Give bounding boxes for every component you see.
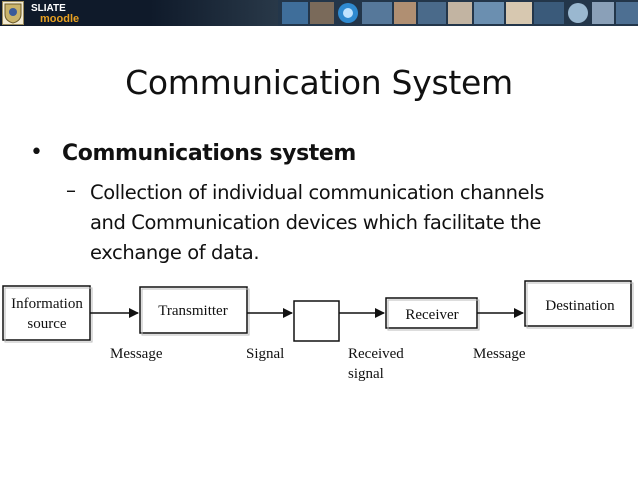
sliate-moodle-logo[interactable]: SLIATE moodle — [28, 1, 90, 25]
receiver-label: Receiver — [405, 307, 458, 323]
receiver-block: Receiver — [385, 297, 480, 331]
label-received-1: Received — [348, 346, 404, 362]
bullet-sub-line-1: Collection of individual communication c… — [90, 181, 544, 204]
label-message-in: Message — [110, 346, 163, 362]
label-message-out: Message — [473, 346, 526, 362]
label-received-2: signal — [348, 366, 384, 382]
header-banner: SLIATE moodle — [0, 0, 638, 26]
bullet-main: Communications system — [62, 141, 356, 166]
logo-text-moodle: moodle — [40, 13, 79, 25]
bullet-sub-line-3: exchange of data. — [90, 241, 260, 264]
information-source-label-1: Information — [11, 296, 83, 312]
bullet-marker: • — [30, 140, 43, 165]
transmitter-label: Transmitter — [158, 303, 227, 319]
sub-bullet-marker: – — [66, 178, 76, 202]
destination-label: Destination — [545, 298, 615, 314]
logo-text-sliate: SLIATE — [31, 3, 66, 14]
institution-seal-icon — [2, 1, 24, 25]
information-source-block: Information source — [2, 285, 93, 343]
communication-block-diagram: Information source Transmitter Receiver … — [2, 280, 634, 382]
channel-block — [293, 300, 340, 342]
label-signal: Signal — [246, 346, 284, 362]
banner-photo-strip — [278, 0, 638, 26]
destination-block: Destination — [524, 280, 634, 329]
slide-title: Communication System — [125, 63, 513, 102]
banner-gradient — [150, 0, 285, 26]
information-source-label-2: source — [27, 316, 66, 332]
bullet-sub: Collection of individual communication c… — [90, 178, 590, 268]
transmitter-block: Transmitter — [139, 286, 250, 336]
bullet-sub-line-2: and Communication devices which facilita… — [90, 211, 542, 234]
